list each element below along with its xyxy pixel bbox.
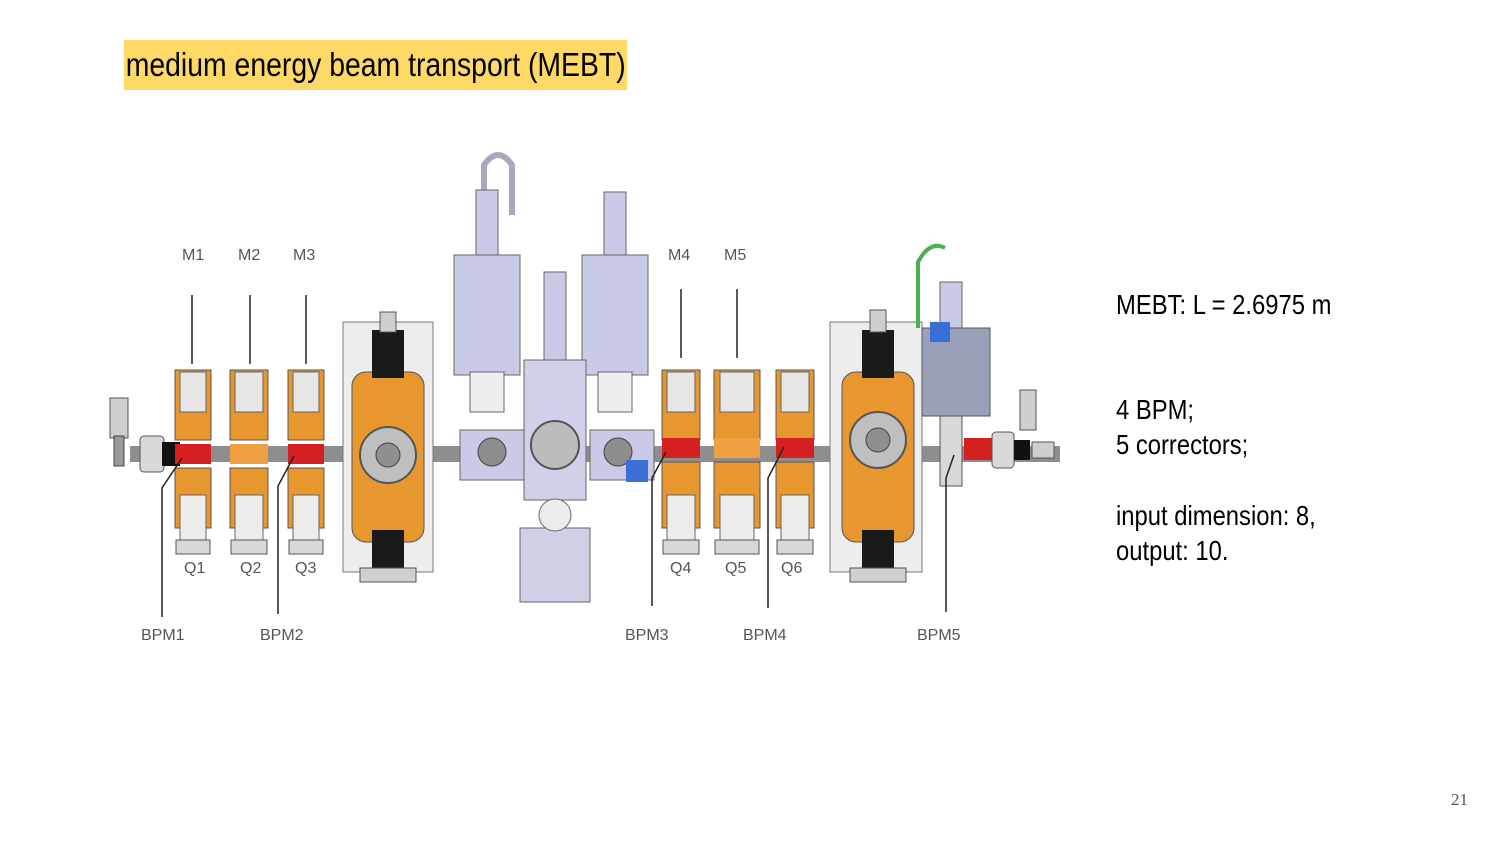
leader-lines — [161, 289, 955, 617]
magnet-label-m3: M3 — [293, 247, 315, 264]
magnet-label-m1: M1 — [182, 247, 204, 264]
bpm-label-bpm1: BPM1 — [141, 627, 185, 644]
left-end-flange — [109, 397, 180, 473]
central-chopper-assembly — [453, 152, 655, 603]
quad-label-q6: Q6 — [781, 560, 802, 577]
quad-label-q5: Q5 — [725, 560, 746, 577]
input-dimension: input dimension: 8, — [1116, 500, 1316, 531]
quadrupole-q2 — [229, 369, 269, 555]
buncher-cavity-2 — [829, 309, 923, 583]
magnet-label-m4: M4 — [668, 247, 690, 264]
slide-title: medium energy beam transport (MEBT) — [124, 40, 628, 90]
bpm-label-bpm2: BPM2 — [260, 627, 304, 644]
bpm-label-bpm5: BPM5 — [917, 627, 961, 644]
quadrupole-q3 — [287, 369, 325, 555]
quad-label-q4: Q4 — [670, 560, 691, 577]
bpm-count: 4 BPM; — [1116, 394, 1195, 425]
page-number: 21 — [1451, 790, 1468, 809]
magnet-label-m2: M2 — [238, 247, 260, 264]
quad-label-q3: Q3 — [295, 560, 316, 577]
corrector-count: 5 correctors; — [1116, 429, 1249, 460]
quadrupole-q5 — [713, 369, 761, 555]
quad-label-q2: Q2 — [240, 560, 261, 577]
bpm-label-bpm4: BPM4 — [743, 627, 787, 644]
output-dimension: output: 10. — [1116, 535, 1229, 566]
right-diagnostic-assembly — [916, 243, 1055, 487]
buncher-cavity-1 — [342, 311, 434, 583]
quadrupole-q6 — [775, 369, 815, 555]
quadrupole-q4 — [661, 369, 701, 555]
bpm-label-bpm3: BPM3 — [625, 627, 669, 644]
quadrupole-q1 — [174, 369, 212, 555]
quad-label-q1: Q1 — [184, 560, 205, 577]
magnet-label-m5: M5 — [724, 247, 746, 264]
mebt-length: MEBT: L = 2.6975 m — [1116, 289, 1332, 320]
